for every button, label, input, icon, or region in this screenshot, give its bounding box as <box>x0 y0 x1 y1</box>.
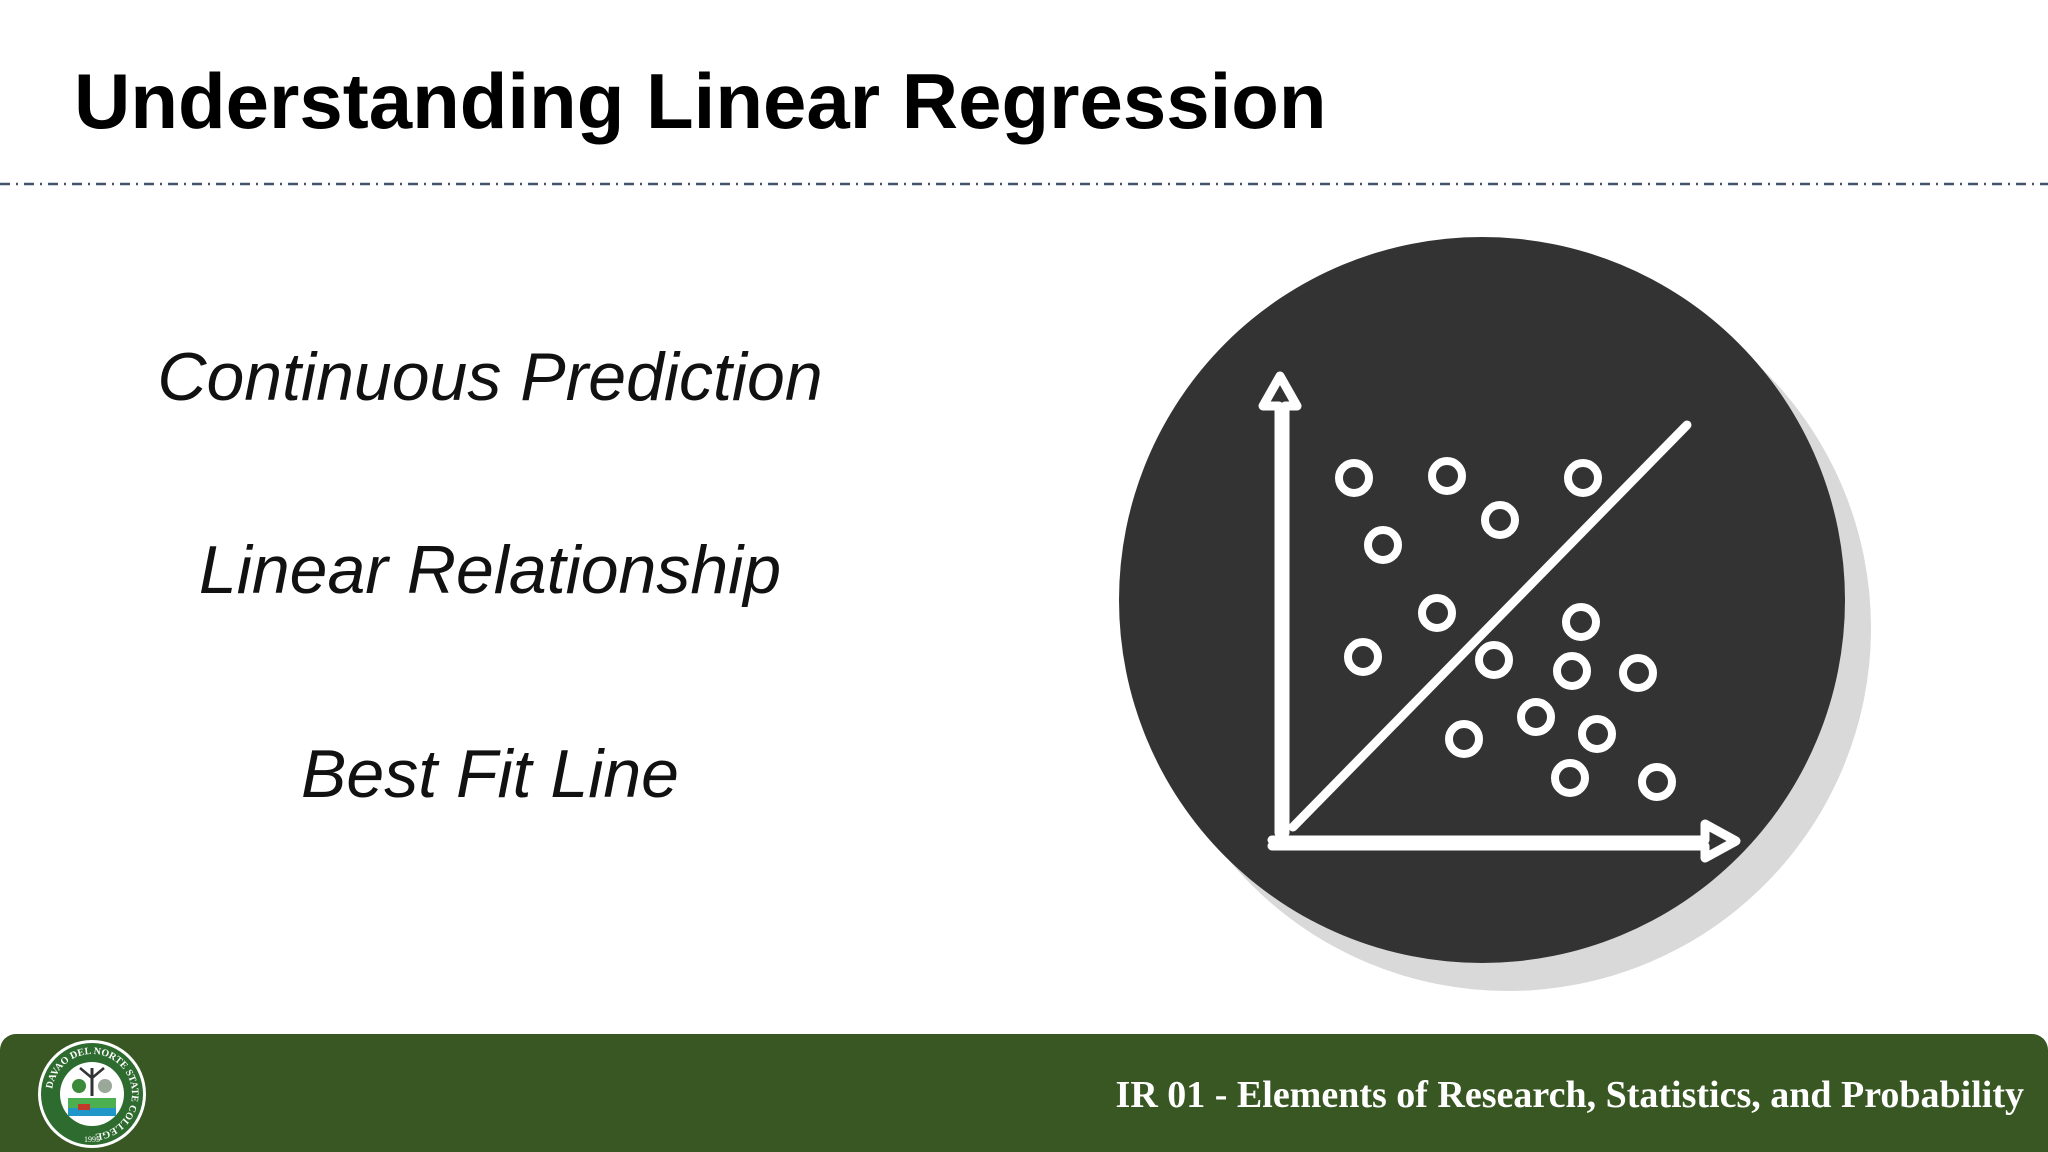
data-point <box>1335 459 1373 497</box>
course-title: IR 01 - Elements of Research, Statistics… <box>1115 1074 2024 1116</box>
data-point <box>1445 720 1483 758</box>
axes-icon <box>1258 371 1741 863</box>
footer-bar <box>0 1034 2048 1152</box>
data-point <box>1481 501 1519 539</box>
data-point <box>1638 763 1676 801</box>
title-divider <box>0 182 2048 186</box>
data-point <box>1553 652 1591 690</box>
data-point <box>1364 526 1402 564</box>
illustration-circle <box>1119 237 1845 963</box>
data-point <box>1564 459 1602 497</box>
data-point <box>1578 715 1616 753</box>
slide-title: Understanding Linear Regression <box>74 57 1327 145</box>
bullet-continuous-prediction: Continuous Prediction <box>157 339 823 415</box>
data-point <box>1475 641 1513 679</box>
data-points <box>1335 457 1676 801</box>
data-point <box>1428 457 1466 495</box>
data-point <box>1418 594 1456 632</box>
scatter-plot-regression-icon <box>1119 237 1871 991</box>
data-point <box>1562 603 1600 641</box>
data-point <box>1517 698 1555 736</box>
bullet-best-fit-line: Best Fit Line <box>301 736 679 812</box>
data-point <box>1619 654 1657 692</box>
college-seal-logo: DAVAO DEL NORTE STATE COLLEGE 1995 <box>38 1040 146 1148</box>
svg-text:1995: 1995 <box>84 1135 100 1144</box>
data-point <box>1344 638 1382 676</box>
bullet-linear-relationship: Linear Relationship <box>198 532 782 608</box>
data-point <box>1551 759 1589 797</box>
